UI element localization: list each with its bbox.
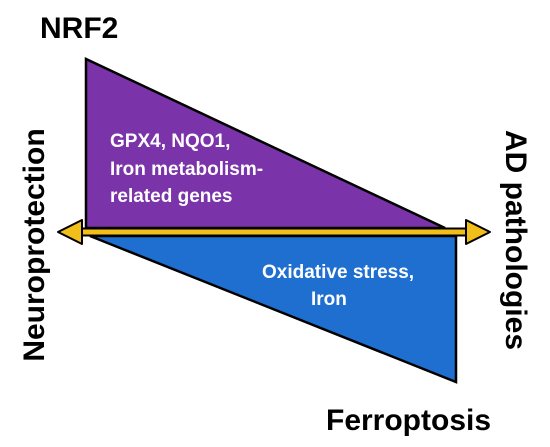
left-label: Neuroprotection — [18, 128, 51, 361]
arrowhead-left-icon — [57, 219, 83, 245]
upper-wedge-line: related genes — [110, 186, 233, 207]
upper-wedge-text: GPX4, NQO1, Iron metabolism- related gen… — [110, 131, 263, 207]
ferroptosis-wedge — [89, 234, 458, 384]
lower-wedge-line: Oxidative stress, — [262, 262, 414, 283]
upper-wedge-line: GPX4, NQO1, — [110, 131, 230, 152]
lower-wedge-text: Oxidative stress, Iron — [262, 262, 414, 310]
upper-wedge-line: Iron metabolism- — [110, 159, 263, 180]
bidirectional-arrow — [57, 219, 491, 245]
lower-wedge-line: Iron — [311, 289, 347, 310]
top-label: NRF2 — [40, 12, 118, 45]
right-label: AD pathologies — [499, 130, 532, 350]
bottom-label: Ferroptosis — [326, 404, 491, 437]
arrowhead-right-icon — [465, 219, 491, 245]
